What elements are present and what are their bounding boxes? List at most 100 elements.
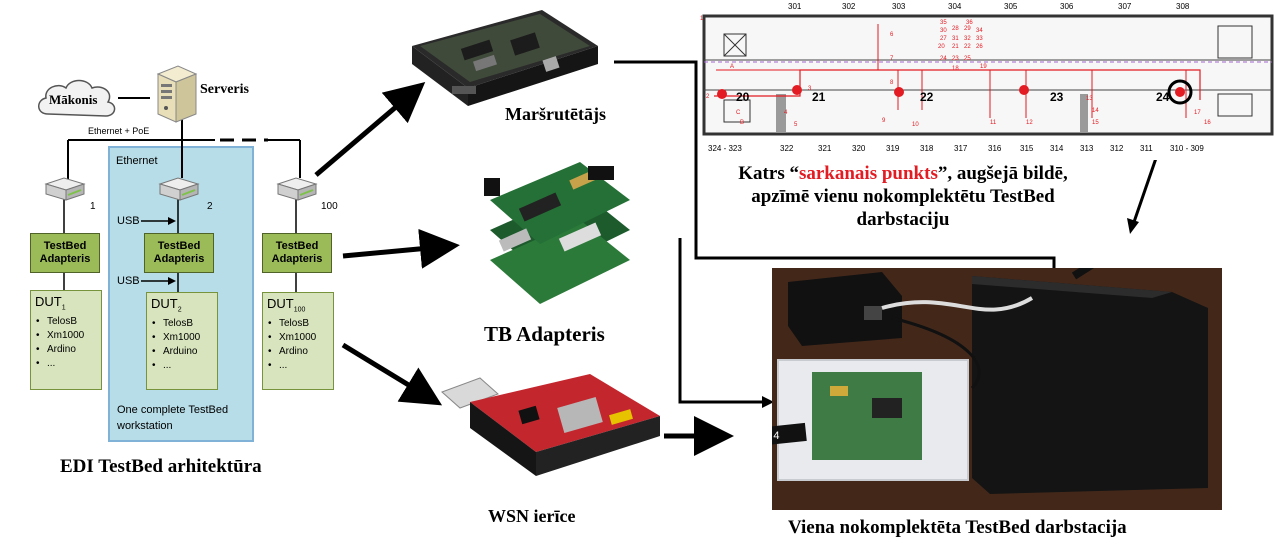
ethernet-label: Ethernet bbox=[116, 155, 158, 167]
dut-box-1: DUT1 TelosB Xm1000 Ardino ... bbox=[30, 290, 102, 390]
red-dot-number: 22 bbox=[964, 44, 971, 50]
red-dot-number: 1 bbox=[700, 16, 704, 22]
testbed-adapter-1: TestBed Adapteris bbox=[30, 233, 100, 273]
server-label: Serveris bbox=[200, 82, 249, 97]
red-dot-number: B bbox=[740, 120, 745, 126]
red-dot-number: 12 bbox=[1026, 120, 1033, 126]
tb-adapter-label: TB Adapteris bbox=[484, 322, 605, 346]
red-dot-number: 9 bbox=[882, 118, 886, 124]
dut-item: Ardino bbox=[268, 345, 329, 359]
area-number: 23 bbox=[1050, 90, 1064, 104]
room-number: 311 bbox=[1140, 144, 1153, 153]
dut-item: Xm1000 bbox=[36, 329, 97, 343]
switch-number-1: 1 bbox=[90, 201, 96, 212]
testbed-adapter-100: TestBed Adapteris bbox=[262, 233, 332, 273]
red-dot-number: 11 bbox=[990, 120, 997, 126]
room-number: 317 bbox=[954, 144, 968, 153]
dut-item: ... bbox=[268, 359, 329, 373]
ethernet-poe-label: Ethernet + PoE bbox=[88, 126, 150, 136]
red-dot-number: 15 bbox=[1092, 120, 1099, 126]
network-lines bbox=[63, 97, 301, 292]
cloud-icon bbox=[38, 79, 116, 117]
red-dot-caption: Katrs “sarkanais punkts”, augšejā bildē,… bbox=[738, 163, 1068, 230]
area-number: 21 bbox=[812, 90, 826, 104]
area-number: 20 bbox=[736, 90, 750, 104]
room-number: 318 bbox=[920, 144, 934, 153]
area-number: 24 bbox=[1156, 90, 1170, 104]
red-dot-number: 4 bbox=[784, 110, 788, 116]
red-dot-number: 34 bbox=[976, 28, 983, 34]
room-number: 321 bbox=[818, 144, 832, 153]
room-number: 307 bbox=[1118, 2, 1132, 11]
switch-number-2: 2 bbox=[207, 201, 213, 212]
photo-tag-label: 331 4 bbox=[752, 430, 780, 442]
wsn-device-photo bbox=[441, 374, 660, 476]
red-dot-number: 36 bbox=[966, 20, 973, 26]
workstation-photo: 331 4 bbox=[752, 268, 1222, 510]
room-number: 319 bbox=[886, 144, 900, 153]
room-number: 312 bbox=[1110, 144, 1124, 153]
dut-box-2: DUT2 TelosB Xm1000 Arduino ... bbox=[146, 292, 218, 390]
room-number: 304 bbox=[948, 2, 962, 11]
red-dot-number: 7 bbox=[890, 56, 894, 62]
red-dot-number: 19 bbox=[980, 64, 987, 70]
red-dot-number: 17 bbox=[1194, 110, 1201, 116]
room-number: 320 bbox=[852, 144, 866, 153]
testbed-adapter-2: TestBed Adapteris bbox=[144, 233, 214, 273]
router-label: Maršrutētājs bbox=[505, 104, 606, 124]
dut-item: Xm1000 bbox=[268, 331, 329, 345]
room-number: 302 bbox=[842, 2, 856, 11]
red-dot-number: 18 bbox=[952, 66, 959, 72]
workstation-label: Viena nokomplektēta TestBed darbstacija bbox=[788, 517, 1127, 538]
red-dot-number: 5 bbox=[794, 122, 798, 128]
red-dot-number: 10 bbox=[912, 122, 919, 128]
cloud-label: Mākonis bbox=[49, 92, 98, 107]
room-number: 305 bbox=[1004, 2, 1018, 11]
dut-item: TelosB bbox=[152, 317, 213, 331]
room-number: 301 bbox=[788, 2, 802, 11]
room-number: 322 bbox=[780, 144, 794, 153]
room-number: 308 bbox=[1176, 2, 1190, 11]
red-dot-number: 16 bbox=[1204, 120, 1211, 126]
red-dot-number: 2 bbox=[706, 94, 710, 100]
red-dot-number: 8 bbox=[890, 80, 894, 86]
red-dot-number: 24 bbox=[940, 56, 947, 62]
workstation-photo-drawing bbox=[772, 268, 1208, 494]
dut-item: ... bbox=[36, 357, 97, 371]
red-dot-number: 32 bbox=[964, 36, 971, 42]
server-icon bbox=[156, 65, 198, 123]
dut-item: Xm1000 bbox=[152, 331, 213, 345]
red-dot-number: 21 bbox=[952, 44, 959, 50]
architecture-title: EDI TestBed arhitektūra bbox=[60, 456, 262, 477]
area-number: 22 bbox=[920, 90, 934, 104]
red-dot-number: 14 bbox=[1092, 108, 1099, 114]
dut-item: TelosB bbox=[36, 315, 97, 329]
red-dot-number: 28 bbox=[952, 26, 959, 32]
room-number: 310 - 309 bbox=[1170, 144, 1204, 153]
floor-plan-drawing bbox=[702, 14, 1274, 136]
tb-adapter-photo bbox=[484, 162, 630, 304]
workstation-caption: One complete TestBed workstation bbox=[117, 404, 229, 432]
red-dot-number: 29 bbox=[964, 26, 971, 32]
red-dot-number: 27 bbox=[940, 36, 947, 42]
dut-item: ... bbox=[152, 359, 213, 373]
switch-icon-100 bbox=[276, 177, 318, 201]
red-dot-number: 26 bbox=[976, 44, 983, 50]
usb-label-2: USB bbox=[117, 275, 140, 287]
red-dot-number: 30 bbox=[940, 28, 947, 34]
usb-label-1: USB bbox=[117, 215, 140, 227]
room-number: 306 bbox=[1060, 2, 1074, 11]
room-number: 316 bbox=[988, 144, 1002, 153]
red-dot-number: 6 bbox=[890, 32, 894, 38]
red-dot-number: 3 bbox=[808, 86, 812, 92]
red-dot-number: 35 bbox=[940, 20, 947, 26]
red-dot-number: A bbox=[730, 64, 735, 70]
red-dot-number: 33 bbox=[976, 36, 983, 42]
architecture-diagram: Ethernet One complete TestBed workstatio… bbox=[0, 0, 350, 548]
room-number: 313 bbox=[1080, 144, 1094, 153]
dut-item: Ardino bbox=[36, 343, 97, 357]
switch-icon-2 bbox=[158, 177, 200, 201]
room-number: 315 bbox=[1020, 144, 1034, 153]
